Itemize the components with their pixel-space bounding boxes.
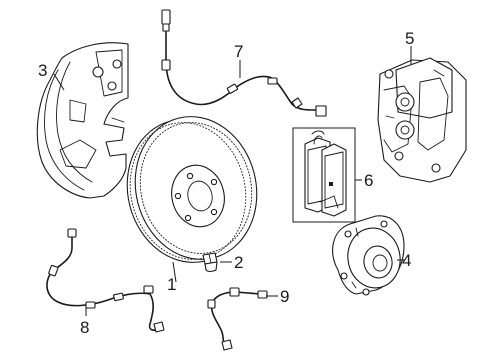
callout-4: 4 [402, 251, 411, 270]
short-wear-sensor [207, 287, 268, 351]
callout-7: 7 [234, 42, 243, 61]
splash-shield [36, 42, 129, 199]
callout-6: 6 [364, 171, 373, 190]
lower-wear-sensor [46, 228, 165, 333]
front-wear-sensor [161, 9, 327, 117]
callout-5: 5 [405, 29, 414, 48]
leader-lines [53, 46, 412, 316]
caliper [377, 57, 467, 183]
callout-1: 1 [167, 275, 176, 294]
brake-pads [292, 127, 356, 223]
callout-labels: 1 2 3 4 5 6 7 8 9 [38, 29, 414, 337]
brake-rotor [126, 116, 258, 263]
rotor-screw [202, 252, 218, 273]
callout-8: 8 [80, 318, 89, 337]
callout-9: 9 [280, 287, 289, 306]
callout-3: 3 [38, 61, 47, 80]
hub-bearing [332, 215, 405, 296]
callout-2: 2 [234, 253, 243, 272]
